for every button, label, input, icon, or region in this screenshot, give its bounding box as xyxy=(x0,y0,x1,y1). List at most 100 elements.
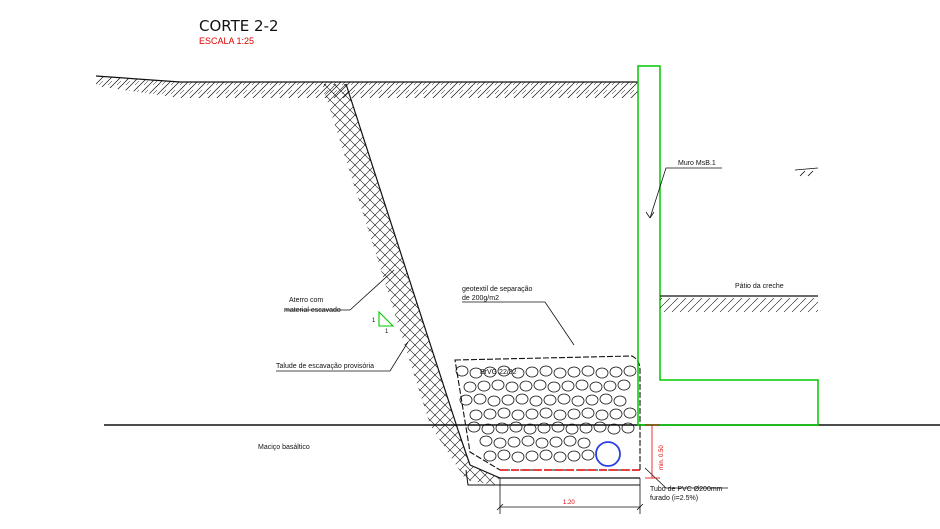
geotextile-label-2: de 200g/m2 xyxy=(462,295,499,302)
gravel-stone xyxy=(509,421,523,433)
patio-ground xyxy=(660,167,819,312)
gravel-stone xyxy=(567,450,581,462)
gravel-stone xyxy=(593,421,607,433)
gravel-stone xyxy=(553,409,567,421)
slope-label: Talude de escavação provisória xyxy=(276,363,374,370)
patio-label: Pátio da creche xyxy=(735,283,784,290)
scale-label: ESCALA 1:25 xyxy=(199,36,254,46)
gravel-stone xyxy=(567,366,581,378)
gravel-stone xyxy=(553,367,567,379)
gravel-stone xyxy=(469,409,483,421)
gravel-stone xyxy=(609,408,623,420)
gravel-stone xyxy=(557,393,571,405)
gravel-stone xyxy=(525,450,539,462)
gravel-stone xyxy=(511,451,525,463)
rock-label: Maciço basáltico xyxy=(258,444,310,451)
gravel-stone xyxy=(581,407,595,419)
gravel-stone xyxy=(507,436,521,448)
backfill-zone xyxy=(322,83,500,485)
gravel-stone xyxy=(495,422,509,434)
gravel-stone xyxy=(539,365,553,377)
gravel-stone xyxy=(481,423,495,435)
gravel-stone xyxy=(483,450,497,462)
gravel-stone xyxy=(529,395,543,407)
gravel-stone xyxy=(577,437,591,449)
gravel-stone xyxy=(479,435,493,447)
gravel-stone xyxy=(511,367,525,379)
gravel-stone xyxy=(535,437,549,449)
dimension-height-label: min. 0.50 xyxy=(659,445,665,470)
gravel-stone xyxy=(491,379,505,391)
gravel-stone xyxy=(483,408,497,420)
gravel-stone xyxy=(621,422,635,434)
gravel-stone xyxy=(603,380,617,392)
gravel-fill xyxy=(454,355,641,471)
geotextile-label-1: geotextil de separação xyxy=(462,286,533,293)
gravel-stone xyxy=(579,422,593,434)
gravel-stone xyxy=(537,422,551,434)
gravel-stone xyxy=(567,408,581,420)
gravel-stone xyxy=(525,408,539,420)
gravel-stone xyxy=(519,380,533,392)
pipe-label-2: furado (i=2.5%) xyxy=(650,495,698,502)
gravel-stone xyxy=(487,395,501,407)
gravel-stone xyxy=(581,449,595,461)
gravel-stone xyxy=(543,394,557,406)
section-title: CORTE 2-2 xyxy=(199,17,279,35)
gravel-stone xyxy=(565,423,579,435)
gravel-stone xyxy=(581,365,595,377)
pipe-label-1: Tubo de PVC Ø200mm xyxy=(650,486,723,493)
wall-label: Muro MsB.1 xyxy=(678,160,716,167)
gravel-stone xyxy=(469,367,483,379)
gravel-stone xyxy=(595,367,609,379)
gravel-stone xyxy=(505,381,519,393)
gravel-stone xyxy=(497,449,511,461)
gravel-stone xyxy=(617,379,631,391)
gravel-stone xyxy=(589,381,603,393)
svg-text:1: 1 xyxy=(385,329,389,335)
backfill-label-2: material escavado xyxy=(284,307,341,314)
gravel-stones xyxy=(455,365,637,463)
gravel-stone xyxy=(497,365,511,377)
backfill-label-1: Aterro com xyxy=(289,297,323,304)
gravel-stone xyxy=(539,449,553,461)
dimension-width-label: 1.20 xyxy=(563,500,575,506)
drain-pipe xyxy=(595,441,621,467)
gravel-stone xyxy=(575,379,589,391)
gravel-stone xyxy=(501,394,515,406)
gravel-stone xyxy=(599,393,613,405)
gravel-stone xyxy=(523,423,537,435)
gravel-stone xyxy=(467,421,481,433)
gravel-stone xyxy=(623,407,637,419)
gravel-stone xyxy=(609,366,623,378)
gravel-stone xyxy=(473,393,487,405)
gravel-stone xyxy=(571,395,585,407)
gravel-stone xyxy=(553,451,567,463)
gravel-stone xyxy=(511,409,525,421)
gravel-stone xyxy=(477,380,491,392)
gravel-stone xyxy=(561,380,575,392)
gravel-stone xyxy=(539,407,553,419)
gravel-stone xyxy=(585,394,599,406)
gravel-stone xyxy=(623,365,637,377)
svg-text:1: 1 xyxy=(372,318,376,324)
gravel-stone xyxy=(551,421,565,433)
gravel-stone xyxy=(547,381,561,393)
gravel-stone xyxy=(497,407,511,419)
gravel-stone xyxy=(595,409,609,421)
gravel-stone xyxy=(533,379,547,391)
gravel-stone xyxy=(459,394,473,406)
gravel-stone xyxy=(607,423,621,435)
gravel-stone xyxy=(493,437,507,449)
gravel-stone xyxy=(483,366,497,378)
dimension-width xyxy=(496,478,644,514)
gravel-stone xyxy=(613,395,627,407)
gravel-stone xyxy=(525,366,539,378)
top-ground xyxy=(95,75,638,98)
gravel-stone xyxy=(549,436,563,448)
gravel-stone xyxy=(521,435,535,447)
gravel-stone xyxy=(455,365,469,377)
gravel-stone xyxy=(463,381,477,393)
gravel-stone xyxy=(515,393,529,405)
gravel-label: BrVG 22/32 xyxy=(480,369,517,376)
